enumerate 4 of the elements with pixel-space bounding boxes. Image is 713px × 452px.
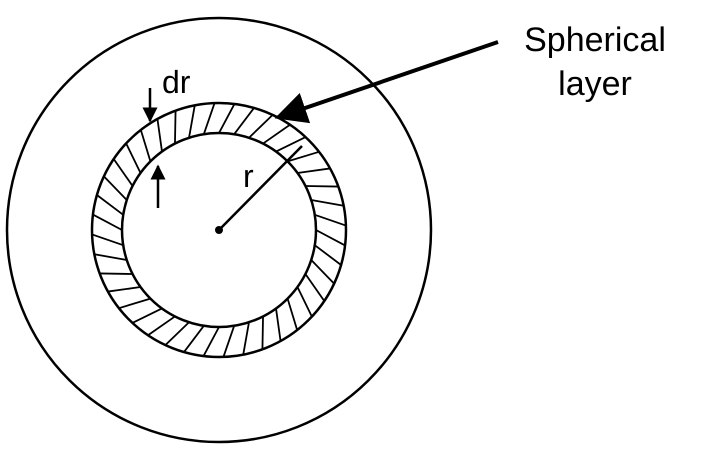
- dimension-label: dr: [162, 64, 190, 101]
- leader-line: [274, 40, 499, 124]
- dimension-label: r: [243, 158, 254, 195]
- callout-text: Spherical layer: [500, 18, 690, 106]
